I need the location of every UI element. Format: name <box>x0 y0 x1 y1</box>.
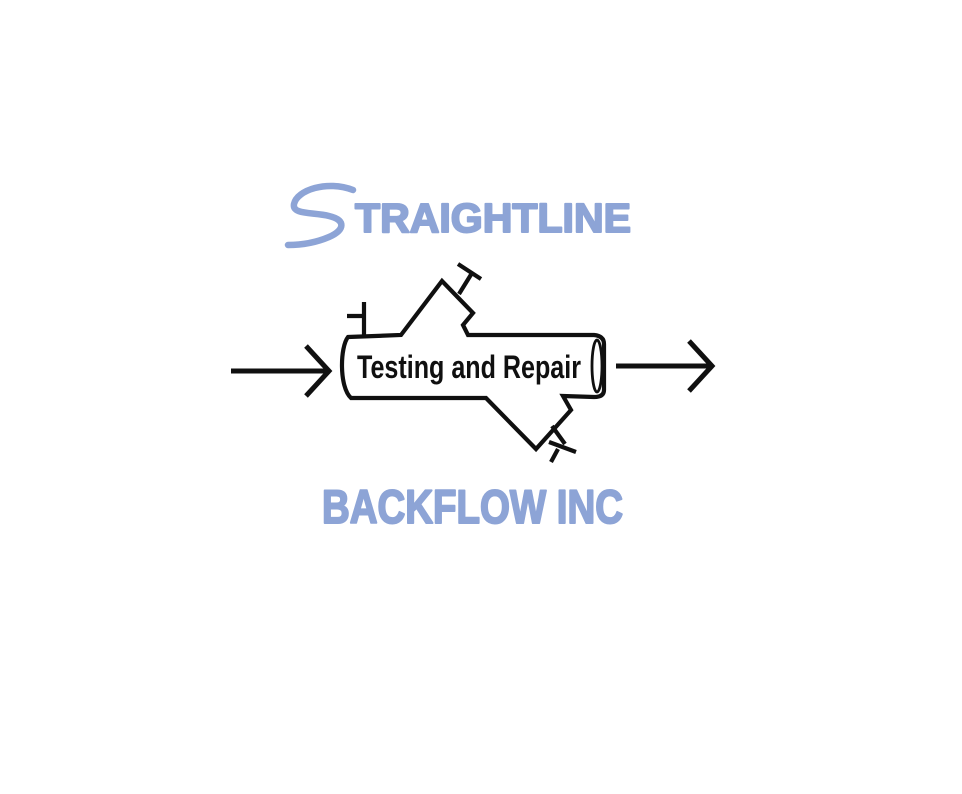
backflow-preventer-diagram <box>231 262 716 463</box>
pipe-body <box>339 277 607 453</box>
brand-name-top: TRAIGHTLINE <box>355 195 631 241</box>
relief-valve-bottom-icon <box>548 424 577 463</box>
inflow-arrow-icon <box>231 344 333 398</box>
brand-name-bottom: BACKFLOW INC <box>322 480 623 533</box>
device-label: Testing and Repair <box>357 349 581 385</box>
relief-valve-top-icon <box>456 262 483 296</box>
stylized-s-glyph <box>284 182 357 249</box>
test-cock-icon <box>347 302 367 336</box>
outflow-arrow-icon <box>616 339 716 393</box>
pipe-end-cap-icon <box>590 338 604 394</box>
